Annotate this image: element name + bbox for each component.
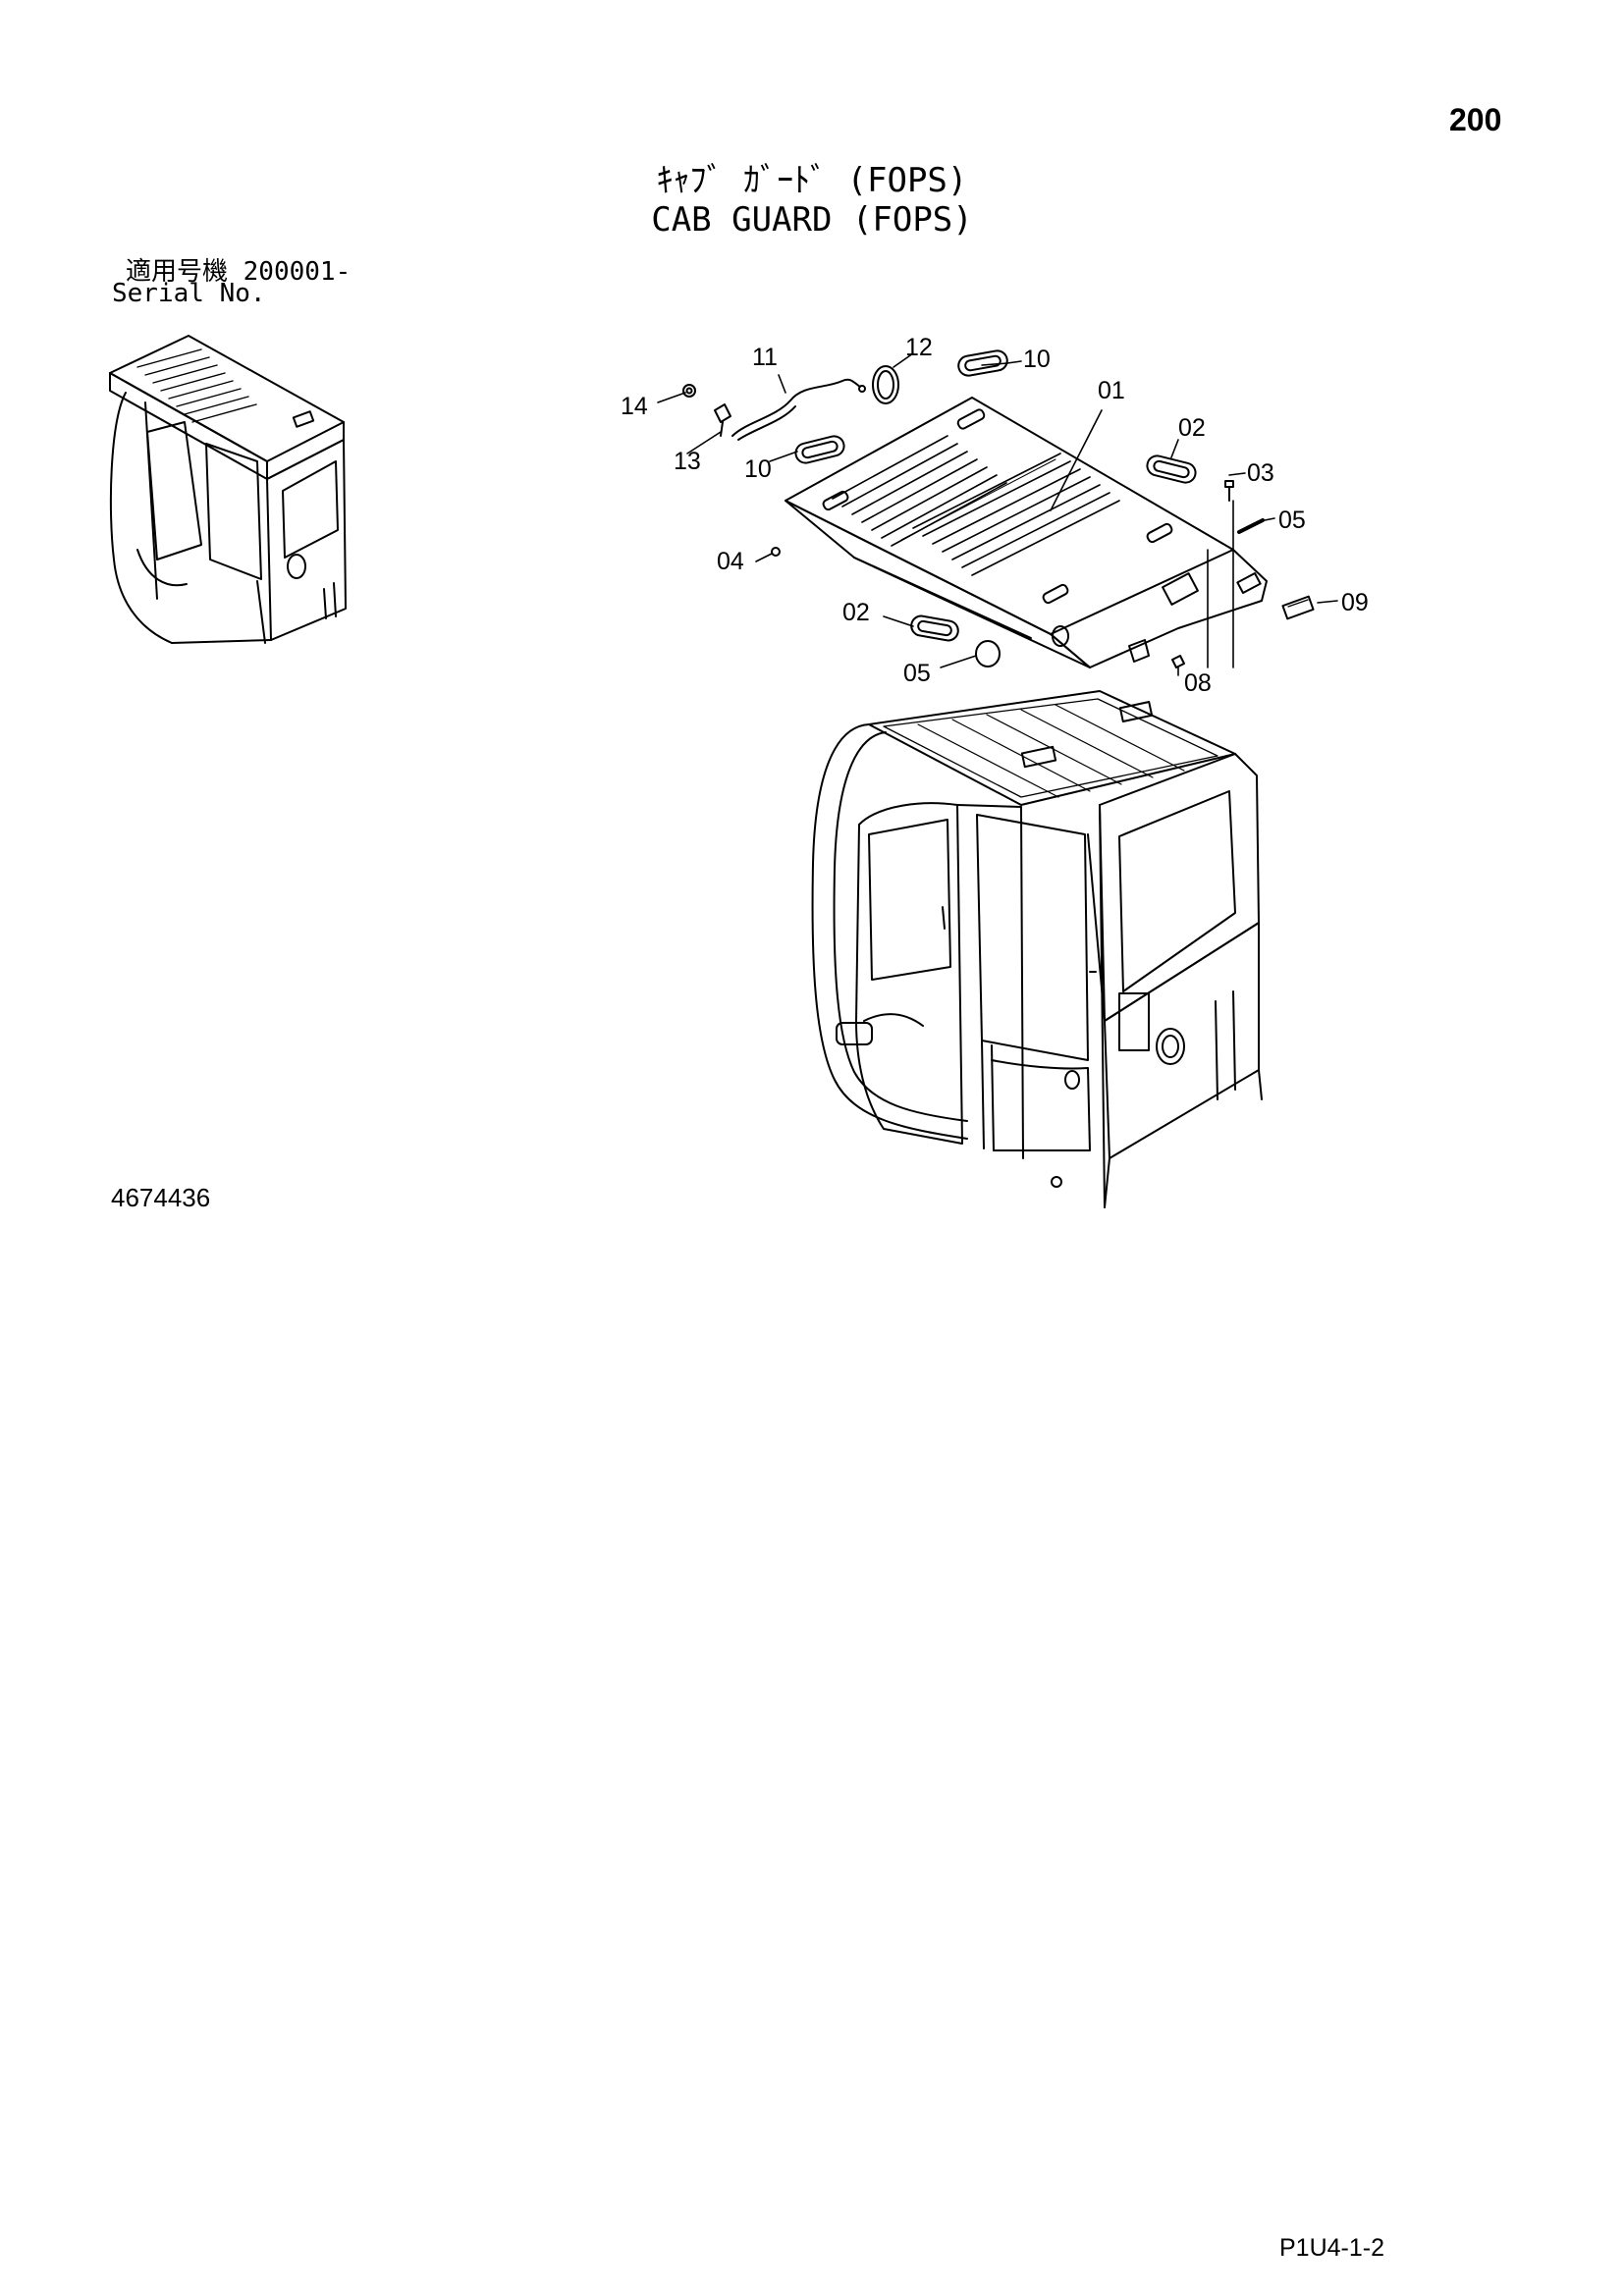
serial-label-english: Serial No. bbox=[112, 279, 266, 308]
callout-04: 04 bbox=[717, 548, 744, 575]
callout-14: 14 bbox=[621, 393, 648, 420]
cab-illustration bbox=[811, 690, 1263, 1208]
callout-05-right: 05 bbox=[1278, 507, 1306, 534]
callout-02-left: 02 bbox=[842, 599, 870, 626]
overview-cab-illustration bbox=[109, 335, 347, 644]
page-number: 200 bbox=[1449, 102, 1502, 137]
callout-09: 09 bbox=[1341, 589, 1369, 616]
callout-13: 13 bbox=[674, 448, 701, 475]
title-english: CAB GUARD (FOPS) bbox=[651, 200, 973, 240]
serial-label-japanese: 適用号機 200001- bbox=[126, 257, 352, 287]
callout-08: 08 bbox=[1184, 669, 1212, 697]
callout-10-left: 10 bbox=[744, 455, 772, 483]
callout-labels: 10 01 02 03 05 04 02 05 08 09 10 11 12 1… bbox=[621, 334, 1369, 697]
callout-10-top: 10 bbox=[1023, 346, 1051, 373]
leader-lines bbox=[657, 352, 1338, 676]
callout-05-lower: 05 bbox=[903, 660, 931, 687]
callout-02-right: 02 bbox=[1178, 414, 1206, 442]
footer-code: P1U4-1-2 bbox=[1279, 2234, 1384, 2262]
drawing-number: 4674436 bbox=[111, 1183, 211, 1212]
callout-03: 03 bbox=[1247, 459, 1274, 487]
callout-11: 11 bbox=[752, 344, 778, 371]
exploded-parts bbox=[682, 349, 1315, 668]
callout-12: 12 bbox=[905, 334, 933, 361]
callout-01: 01 bbox=[1098, 377, 1125, 404]
title-japanese: ｷｬﾌﾞ ｶﾞｰﾄﾞ (FOPS) bbox=[656, 161, 968, 200]
